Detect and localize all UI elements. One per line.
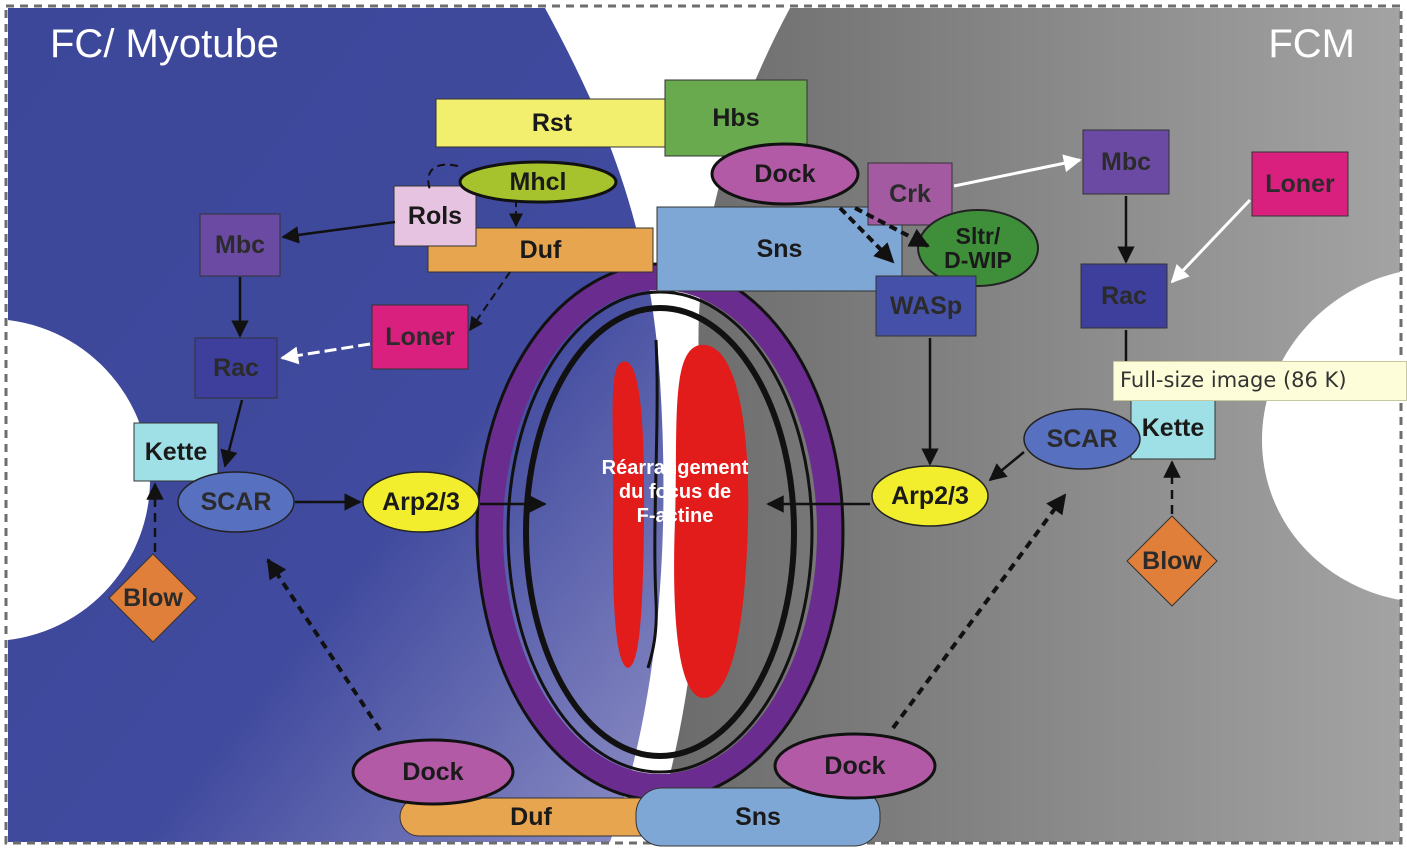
rst-box bbox=[435, 98, 669, 148]
crk-box bbox=[867, 162, 953, 226]
sltr-oval bbox=[917, 209, 1039, 287]
dock-bottom-right-oval bbox=[773, 732, 937, 800]
wasp-box bbox=[875, 275, 977, 337]
scar-left-oval bbox=[177, 471, 295, 533]
scar-right-oval bbox=[1023, 408, 1141, 470]
blow-left-diamond bbox=[108, 553, 198, 643]
dock-bottom-left-oval bbox=[351, 738, 515, 806]
arp-left-oval bbox=[362, 471, 480, 533]
mhcl-oval bbox=[458, 160, 618, 204]
fc-myotube-title: FC/ Myotube bbox=[50, 22, 279, 66]
arp-right-oval bbox=[871, 465, 989, 527]
rac-right-box bbox=[1080, 263, 1168, 329]
fcm-title: FCM bbox=[1268, 22, 1355, 66]
actin-focus-left bbox=[612, 361, 645, 668]
kette-right-box bbox=[1130, 396, 1216, 460]
blow-right-diamond bbox=[1126, 515, 1218, 607]
kette-left-box bbox=[133, 422, 219, 482]
fc-cell-cutout bbox=[8, 320, 150, 640]
rols-box bbox=[393, 185, 477, 247]
fusion-ring-inner bbox=[523, 305, 797, 759]
rac-left-box bbox=[194, 337, 278, 399]
mbc-right-box bbox=[1082, 129, 1170, 195]
actin-focus-caption: Réarrangement du focus de F-actine bbox=[601, 457, 749, 527]
fcm-cell-cutout bbox=[1262, 272, 1400, 600]
sns-top-box bbox=[656, 206, 903, 292]
loner-right-box bbox=[1251, 151, 1349, 217]
dock-top-oval bbox=[710, 142, 860, 206]
full-size-image-tooltip: Full-size image (86 K) bbox=[1113, 361, 1407, 401]
sns-bottom-box bbox=[635, 787, 881, 847]
mbc-left-box bbox=[199, 213, 281, 277]
actin-focus-right bbox=[674, 344, 749, 699]
loner-left-box bbox=[371, 304, 469, 370]
